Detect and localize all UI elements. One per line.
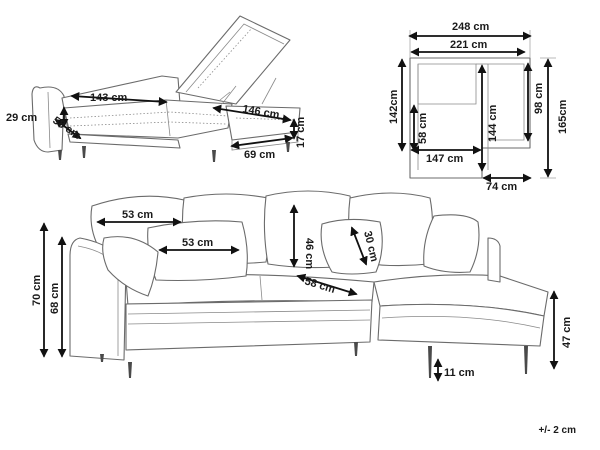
label-seat-height: 29 cm [6, 112, 37, 124]
bed-leg [212, 150, 216, 162]
label-chaise-inner-length: 144 cm [487, 104, 499, 142]
bed-mattress [63, 99, 233, 139]
label-chaise-depth: 142cm [388, 90, 400, 124]
label-armrest-depth: 98 cm [533, 83, 545, 114]
front-leg [354, 342, 358, 356]
label-total-width: 248 cm [452, 21, 490, 33]
label-back-height: 68 cm [49, 283, 61, 314]
label-leg-height: 11 cm [444, 367, 475, 379]
label-backrest-seat-depth: 58 cm [417, 113, 429, 144]
dim-line-seat-depth [296, 273, 358, 297]
label-seat-height: 47 cm [561, 317, 573, 348]
bed-storage-illustration: 143 cm 29 cm 58 cm 146 cm 69 cm 17 cm [6, 15, 307, 162]
label-sofa-width: 221 cm [450, 39, 488, 51]
label-storage-depth: 69 cm [244, 149, 275, 161]
front-leg [128, 362, 132, 378]
label-total-depth: 165cm [557, 100, 569, 134]
bed-leg [58, 150, 62, 160]
dim-line-storage-length [212, 104, 292, 124]
label-chaise-width: 74 cm [486, 181, 517, 193]
label-back-cushion-height: 46 cm [303, 238, 315, 269]
dim-line-mattress-depth [54, 118, 82, 140]
bed-leg [82, 146, 86, 158]
throw-pillow [423, 214, 480, 273]
label-cushion-width: 53 cm [182, 237, 213, 249]
storage-lid [175, 15, 291, 105]
top-view-plan: 248 cm 221 cm 142cm 58 cm 147 cm 144 cm … [388, 21, 569, 193]
label-mattress-length: 143 cm [90, 92, 128, 104]
front-view-sofa: 70 cm 68 cm 53 cm 53 cm 46 cm 30 cm 58 c… [31, 190, 573, 382]
dim-line-small-cushion [350, 226, 368, 266]
tolerance-note: +/- 2 cm [538, 425, 576, 436]
dim-line-mattress-length [70, 91, 168, 107]
label-seat-length: 147 cm [426, 153, 464, 165]
front-leg [100, 354, 104, 362]
throw-pillow [102, 236, 159, 297]
front-leg [428, 346, 432, 378]
dim-line-storage-depth [230, 134, 294, 150]
label-back-cushion-width: 53 cm [122, 209, 153, 221]
bed-leg [286, 142, 290, 152]
label-total-height: 70 cm [31, 275, 43, 306]
label-storage-height: 17 cm [295, 117, 307, 148]
front-leg [524, 346, 528, 374]
